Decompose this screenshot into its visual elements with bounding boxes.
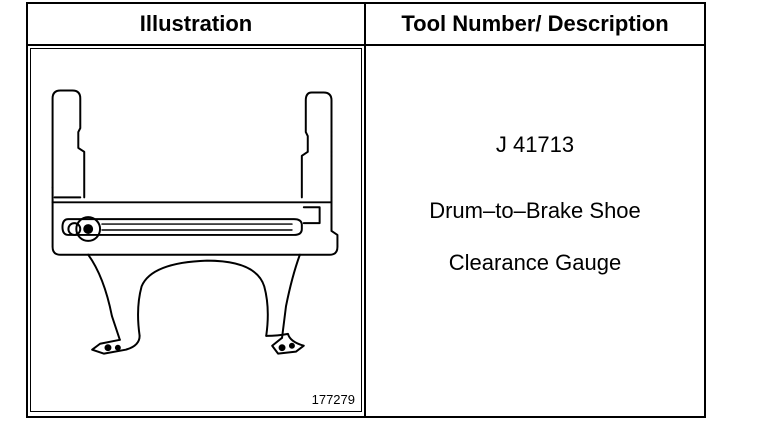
tool-description-line-2: Clearance Gauge [448, 250, 622, 275]
tool-table: Illustration [26, 2, 706, 418]
tool-number: J 41713 [495, 132, 575, 157]
illustration-frame: 177279 [30, 48, 362, 412]
tool-description-line-1: Drum–to–Brake Shoe [429, 198, 641, 223]
tool-description-cell: J 41713 Drum–to–Brake Shoe Clearance Gau… [366, 48, 704, 416]
description-column: Tool Number/ Description J 41713 Drum–to… [366, 4, 704, 416]
tool-description: Drum–to–Brake Shoe Clearance Gauge [429, 172, 641, 302]
tool-header: Tool Number/ Description [366, 4, 704, 46]
illustration-column: Illustration [28, 4, 366, 416]
illustration-header: Illustration [28, 4, 364, 46]
gauge-drawing-icon [51, 89, 339, 355]
figure-number: 177279 [311, 392, 355, 407]
